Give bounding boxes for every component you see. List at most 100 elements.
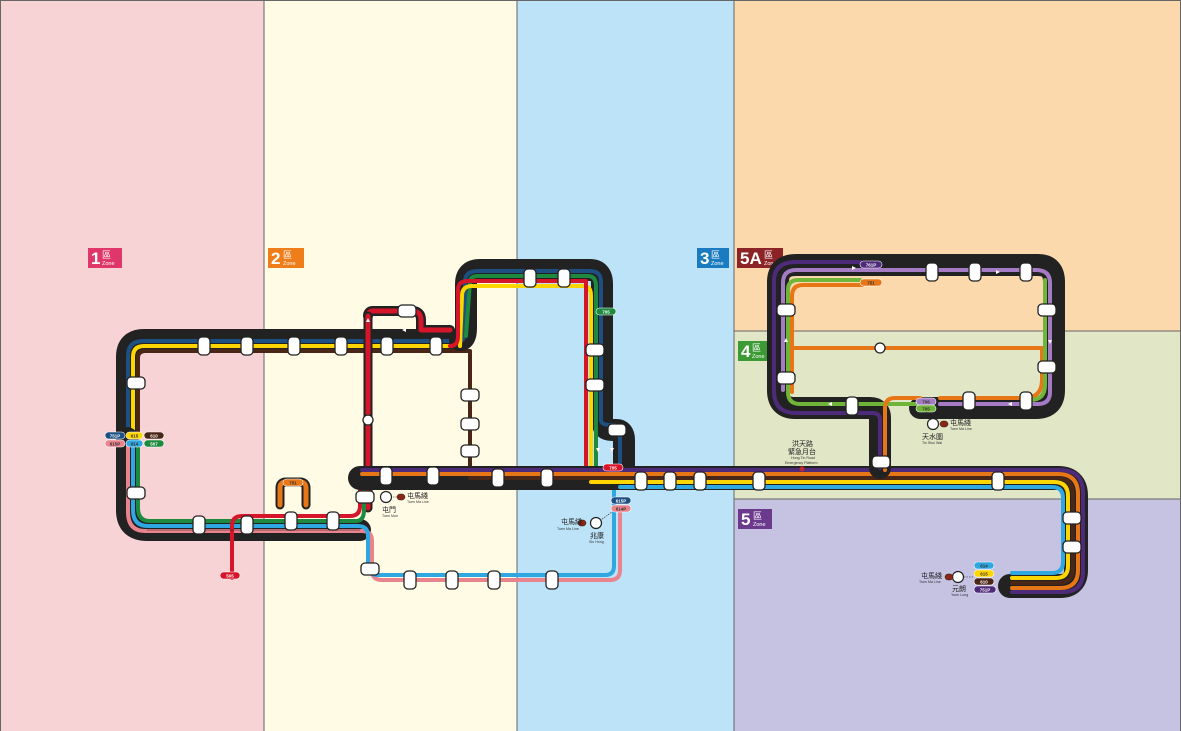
stop[interactable]	[126, 486, 146, 500]
station-yuen-long[interactable]: 屯馬綫 Tuen Ma Line 元朗 Yuen Long	[919, 570, 974, 597]
route-tag: 705	[595, 307, 617, 316]
stop[interactable]	[1062, 540, 1082, 554]
route-tag-label: 751P	[110, 434, 121, 439]
route-tag: 610	[973, 577, 995, 586]
station-name-zh: 天水圍	[922, 432, 943, 441]
stop[interactable]	[634, 471, 648, 491]
stop[interactable]	[962, 391, 976, 411]
stop[interactable]	[607, 423, 627, 437]
zone-en: Zone	[753, 522, 766, 528]
station-line-zh: 屯馬綫	[407, 491, 428, 500]
stop[interactable]	[871, 455, 891, 469]
station-name-zh: 兆康	[590, 531, 604, 540]
stop[interactable]	[240, 336, 254, 356]
stop[interactable]	[540, 468, 554, 488]
stop[interactable]	[991, 471, 1005, 491]
route-tag: 761P	[859, 260, 883, 269]
stop[interactable]	[284, 511, 298, 531]
stop[interactable]	[1062, 511, 1082, 525]
route-tag-label: 615P	[110, 442, 121, 447]
stop[interactable]	[460, 417, 480, 431]
stop-single[interactable]	[362, 414, 374, 426]
stop[interactable]	[380, 336, 394, 356]
stop[interactable]	[925, 262, 939, 282]
zone-char: 區	[764, 250, 773, 260]
station-line-en: Tuen Ma Line	[557, 527, 579, 531]
stop[interactable]	[491, 468, 505, 488]
zone-badge-1: 1 區 Zone	[88, 248, 122, 268]
station-line-zh: 屯馬綫	[561, 517, 582, 526]
stop[interactable]	[426, 466, 440, 486]
station-hung-tin-road[interactable]: 洪天路 緊急月台 Hung Tin Road Emergency Platfor…	[785, 439, 818, 472]
route-tag-label: 507	[150, 442, 158, 447]
zone-badge-5a: 5A 區 Zone	[737, 248, 783, 268]
stop[interactable]	[240, 515, 254, 535]
station-line-zh: 屯馬綫	[950, 418, 971, 427]
stop[interactable]	[693, 471, 707, 491]
stop[interactable]	[334, 336, 348, 356]
stop[interactable]	[1019, 262, 1033, 282]
route-tag-label: 706	[922, 400, 930, 405]
stop[interactable]	[397, 304, 417, 318]
stop[interactable]	[192, 515, 206, 535]
stop[interactable]	[1019, 391, 1033, 411]
arrow-icon	[596, 448, 600, 452]
route-tag: 751	[859, 278, 883, 287]
stop[interactable]	[460, 444, 480, 458]
stop[interactable]	[523, 268, 537, 288]
route-tag-label: 751	[289, 481, 297, 486]
stop[interactable]	[585, 343, 605, 357]
route-tag-label: 505	[226, 574, 234, 579]
stop[interactable]	[326, 511, 340, 531]
stop[interactable]	[287, 336, 301, 356]
route-upper-bundle	[116, 329, 472, 477]
stop-single[interactable]	[874, 342, 886, 354]
route-tags: 751P 615P 615 614 610 507 505 751 705 70…	[104, 260, 997, 594]
station-tuen-mun[interactable]: 屯馬綫 Tuen Ma Line 屯門 Tuen Mun	[379, 490, 429, 518]
route-tag-label: 705	[602, 310, 610, 315]
zone-2-area	[264, 0, 517, 731]
stop[interactable]	[968, 262, 982, 282]
stop[interactable]	[403, 570, 417, 590]
stop[interactable]	[487, 570, 501, 590]
stop[interactable]	[776, 303, 796, 317]
stop[interactable]	[585, 378, 605, 392]
stop[interactable]	[1037, 360, 1057, 374]
stop[interactable]	[379, 466, 393, 486]
zone-5-area	[734, 499, 1181, 731]
zone-char: 區	[752, 343, 761, 353]
stop[interactable]	[776, 371, 796, 385]
station-line-zh: 屯馬綫	[921, 571, 942, 580]
stop[interactable]	[355, 490, 375, 504]
route-tag: 705	[602, 463, 624, 472]
station-tin-shui-wai[interactable]: 屯馬綫 Tuen Ma Line 天水圍 Tin Shui Wai	[922, 411, 972, 445]
route-tag: 615P	[104, 439, 126, 448]
stop[interactable]	[545, 570, 559, 590]
zone-char: 區	[283, 250, 292, 260]
route-tag-label: 614P	[616, 507, 627, 512]
stop[interactable]	[663, 471, 677, 491]
stop[interactable]	[445, 570, 459, 590]
stop[interactable]	[360, 562, 380, 576]
arrow-icon	[610, 448, 614, 452]
route-tag-label: 705	[922, 407, 930, 412]
stop[interactable]	[557, 268, 571, 288]
station-siu-hong[interactable]: 屯馬綫 Tuen Ma Line 兆康 Siu Hong	[557, 511, 613, 544]
route-main-trunk	[348, 466, 1088, 598]
stop[interactable]	[429, 336, 443, 356]
stop[interactable]	[845, 396, 859, 416]
arrow-icon	[828, 402, 832, 406]
stop[interactable]	[197, 336, 211, 356]
zone-badge-4: 4 區 Zone	[738, 341, 770, 361]
arrow-icon	[1048, 340, 1052, 344]
route-tag: 505	[219, 571, 241, 580]
route-tag-label: 615	[131, 434, 139, 439]
zone-number: 3	[700, 249, 709, 268]
zone-char: 區	[711, 250, 720, 260]
stop[interactable]	[460, 388, 480, 402]
stop[interactable]	[1037, 303, 1057, 317]
stop[interactable]	[752, 471, 766, 491]
route-tag: 614	[125, 439, 144, 448]
stop[interactable]	[126, 376, 146, 390]
